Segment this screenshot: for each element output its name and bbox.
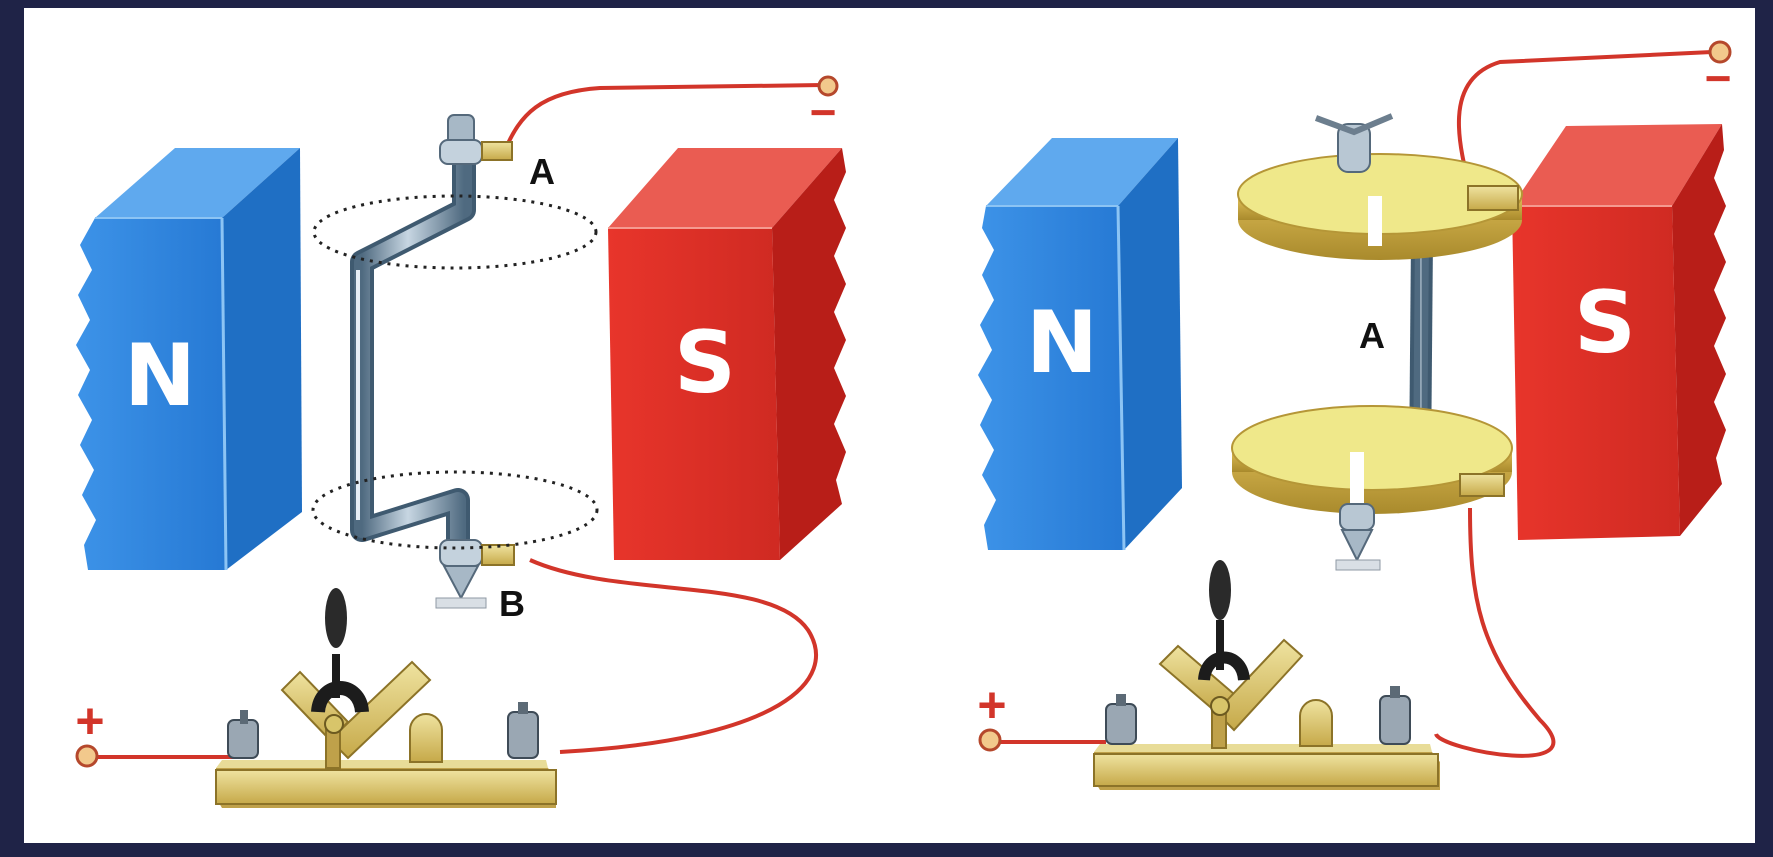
south-letter: S — [674, 313, 736, 413]
knife-switch-right — [1093, 560, 1440, 790]
left-panel: N S − + — [75, 75, 846, 808]
plus-sign: + — [977, 677, 1006, 733]
dotted-ellipse-bottom — [311, 470, 599, 550]
plus-terminal-right: + — [977, 677, 1007, 752]
south-magnet-left: S — [608, 148, 846, 560]
dotted-ellipse-top — [312, 194, 598, 270]
north-letter: N — [124, 326, 196, 426]
right-panel: N S − + A — [977, 40, 1732, 790]
bottom-bearing — [435, 539, 515, 609]
top-bearing — [439, 114, 513, 165]
crank-rotor — [350, 148, 476, 557]
north-magnet-left: N — [76, 148, 302, 571]
south-letter: S — [1574, 273, 1636, 373]
minus-sign: − — [1705, 52, 1732, 104]
minus-terminal-left: − — [810, 75, 839, 138]
minus-sign: − — [810, 86, 837, 138]
knife-switch-left — [215, 588, 557, 808]
label-a: A — [1359, 315, 1385, 356]
wires-left — [88, 83, 824, 759]
minus-terminal-right: − — [1705, 40, 1732, 104]
north-letter: N — [1026, 293, 1098, 393]
top-disk — [1237, 113, 1523, 260]
bottom-disk — [1231, 405, 1513, 571]
label-a: A — [529, 151, 555, 192]
label-b: B — [499, 583, 525, 624]
plus-sign: + — [75, 693, 104, 749]
plus-terminal-left: + — [75, 693, 105, 768]
south-magnet-right: S — [1512, 124, 1726, 540]
north-magnet-right: N — [978, 138, 1182, 551]
